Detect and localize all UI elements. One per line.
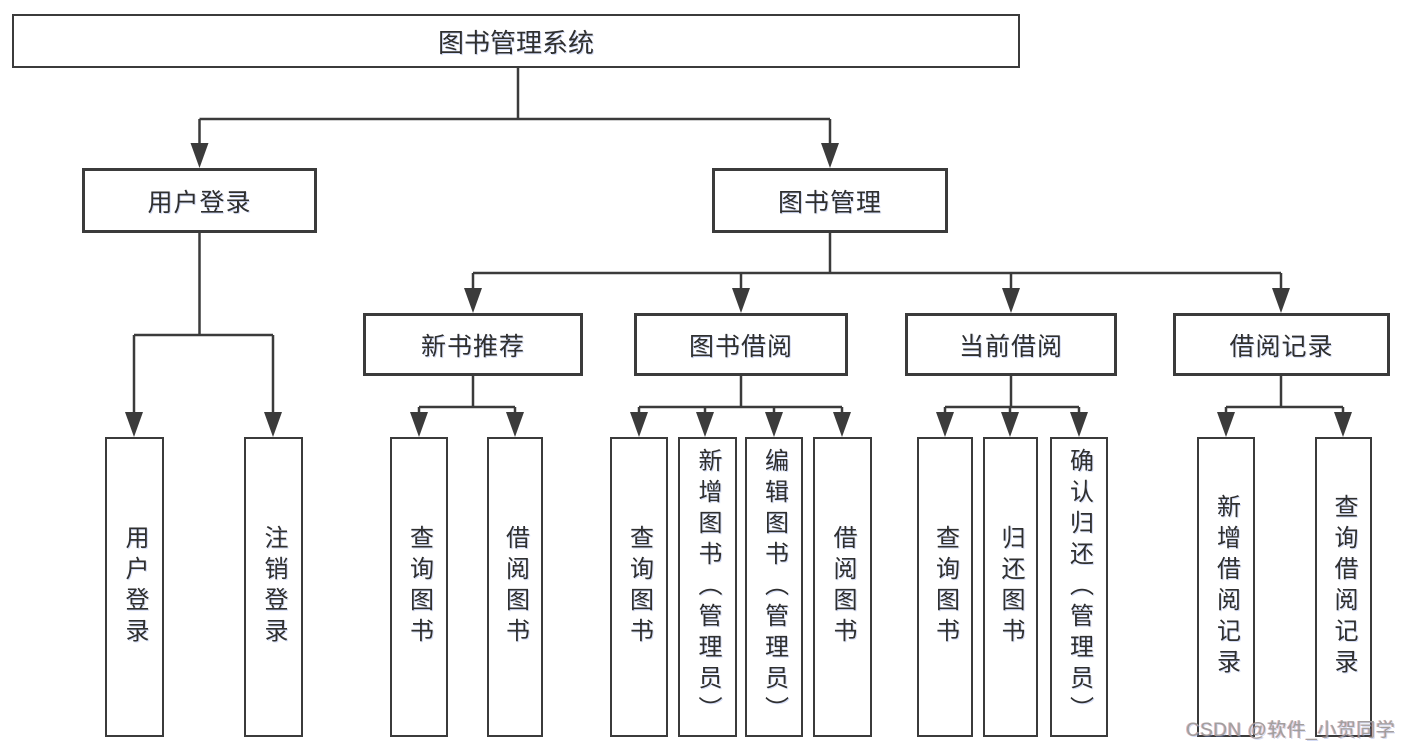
- node-user-login: 用户登录: [82, 168, 317, 233]
- node-label: 借阅记录: [1229, 332, 1334, 361]
- leaf-label: 查询借阅记录: [1330, 494, 1357, 680]
- node-current-borrowing: 当前借阅: [905, 313, 1117, 376]
- leaf-confirm-return-admin: 确认归还（管理员）: [1050, 437, 1108, 737]
- node-label: 图书管理系统: [437, 27, 594, 58]
- node-book-management: 图书管理: [712, 168, 948, 233]
- leaf-label: 归还图书: [997, 525, 1024, 649]
- leaf-query-borrow-record: 查询借阅记录: [1315, 437, 1372, 737]
- node-label: 新书推荐: [420, 332, 525, 361]
- leaf-edit-books-admin: 编辑图书（管理员）: [745, 437, 803, 737]
- leaf-label: 查询图书: [405, 525, 433, 649]
- leaf-user-login: 用户登录: [105, 437, 164, 737]
- leaf-label: 查询图书: [931, 525, 959, 649]
- leaf-logout: 注销登录: [244, 437, 303, 737]
- leaf-label: 编辑图书（管理员）: [760, 447, 788, 727]
- leaf-label: 查询图书: [625, 525, 653, 649]
- node-label: 用户登录: [147, 188, 252, 217]
- node-book-borrowing: 图书借阅: [634, 313, 848, 376]
- leaf-label: 注销登录: [260, 525, 287, 649]
- node-label: 图书借阅: [688, 332, 793, 361]
- node-new-book-recommendation: 新书推荐: [363, 313, 583, 376]
- leaf-add-borrow-record: 新增借阅记录: [1197, 437, 1255, 737]
- leaf-borrow-books: 借阅图书: [813, 437, 872, 737]
- leaf-recommend-borrow-books: 借阅图书: [487, 437, 543, 737]
- arrowheads: [125, 143, 1352, 437]
- node-label: 图书管理: [777, 188, 882, 217]
- node-borrowing-records: 借阅记录: [1173, 313, 1390, 376]
- csdn-watermark: CSDN @软件_小贺同学: [1186, 720, 1396, 741]
- leaf-label: 新增图书（管理员）: [694, 447, 721, 727]
- leaf-return-books: 归还图书: [983, 437, 1038, 737]
- leaf-current-query-books: 查询图书: [917, 437, 973, 737]
- leaf-label: 借阅图书: [501, 525, 529, 649]
- leaf-borrow-query-books: 查询图书: [610, 437, 668, 737]
- leaf-label: 确认归还（管理员）: [1065, 447, 1093, 727]
- leaf-label: 用户登录: [121, 525, 148, 649]
- leaf-label: 借阅图书: [829, 525, 856, 649]
- node-library-management-system: 图书管理系统: [12, 14, 1020, 68]
- node-label: 当前借阅: [958, 332, 1063, 361]
- leaf-label: 新增借阅记录: [1212, 494, 1240, 680]
- leaf-recommend-query-books: 查询图书: [390, 437, 448, 737]
- leaf-add-books-admin: 新增图书（管理员）: [678, 437, 737, 737]
